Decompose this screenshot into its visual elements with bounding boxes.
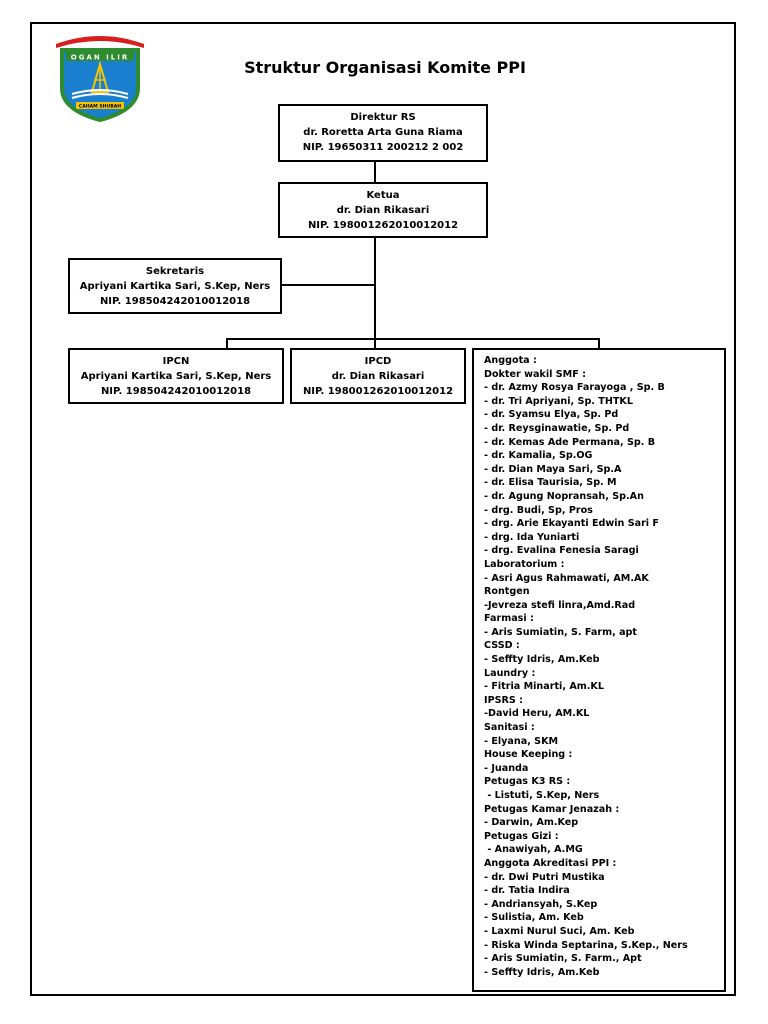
anggota-line: - Listuti, S.Kep, Ners bbox=[484, 790, 600, 801]
ipcn-name: Apriyani Kartika Sari, S.Kep, Ners bbox=[80, 371, 272, 382]
anggota-line: - dr. Azmy Rosya Farayoga , Sp. B bbox=[484, 382, 665, 394]
anggota-line: - dr. Kemas Ade Permana, Sp. B bbox=[484, 436, 656, 448]
ipcd-name: dr. Dian Rikasari bbox=[331, 371, 425, 382]
ipcd-box: IPCD dr. Dian Rikasari NIP. 198001262010… bbox=[290, 348, 466, 404]
anggota-line: - drg. Arie Ekayanti Edwin Sari F bbox=[484, 518, 659, 530]
anggota-line: - Riska Winda Septarina, S.Kep., Ners bbox=[484, 939, 688, 951]
logo-ribbon-text: CAHAM SHUBAH bbox=[79, 104, 121, 110]
anggota-line: - Seffty Idris, Am.Keb bbox=[484, 966, 600, 978]
ipcn-nip: NIP. 198504242010012018 bbox=[100, 386, 252, 397]
sekretaris-role: Sekretaris bbox=[145, 266, 205, 277]
anggota-line: Farmasi : bbox=[484, 613, 534, 625]
anggota-line: House Keeping : bbox=[484, 749, 573, 761]
anggota-line: - Juanda bbox=[484, 762, 529, 774]
anggota-line: Sanitasi : bbox=[484, 722, 535, 734]
anggota-line: - Andriansyah, S.Kep bbox=[484, 898, 598, 910]
anggota-line: - Aris Sumiatin, S. Farm, apt bbox=[484, 626, 638, 638]
anggota-line: Petugas K3 RS : bbox=[484, 776, 571, 788]
anggota-line: - dr. Dian Maya Sari, Sp.A bbox=[484, 463, 622, 475]
anggota-line: -David Heru, AM.KL bbox=[484, 708, 590, 720]
anggota-line: - Aris Sumiatin, S. Farm., Apt bbox=[484, 953, 642, 965]
sekretaris-nip: NIP. 198504242010012018 bbox=[99, 296, 251, 307]
ipcd-role: IPCD bbox=[364, 356, 392, 367]
anggota-line: - Fitria Minarti, Am.KL bbox=[484, 681, 604, 693]
anggota-line: - dr. Elisa Taurisia, Sp. M bbox=[484, 477, 617, 489]
ketua-role: Ketua bbox=[366, 190, 400, 201]
connector-sekretaris bbox=[281, 284, 375, 286]
anggota-line: - Asri Agus Rahmawati, AM.AK bbox=[484, 572, 649, 584]
anggota-line: - dr. Syamsu Elya, Sp. Pd bbox=[484, 409, 619, 421]
anggota-box: Anggota : Dokter wakil SMF : - dr. Azmy Ro… bbox=[472, 348, 726, 992]
anggota-line: Dokter wakil SMF : bbox=[484, 368, 586, 380]
anggota-line: -Jevreza stefi linra,Amd.Rad bbox=[484, 599, 636, 611]
sekretaris-box: Sekretaris Apriyani Kartika Sari, S.Kep,… bbox=[68, 258, 282, 314]
ketua-box: Ketua dr. Dian Rikasari NIP. 19800126201… bbox=[278, 182, 488, 238]
anggota-line: Laundry : bbox=[484, 667, 536, 679]
anggota-line: - Seffty Idris, Am.Keb bbox=[484, 654, 600, 666]
ipcn-role: IPCN bbox=[162, 356, 190, 367]
anggota-line: - Darwin, Am.Kep bbox=[484, 817, 579, 829]
direktur-box: Direktur RS dr. Roretta Arta Guna Riama … bbox=[278, 104, 488, 162]
sekretaris-name: Apriyani Kartika Sari, S.Kep, Ners bbox=[79, 281, 271, 292]
anggota-line: - dr. Tri Apriyani, Sp. THTKL bbox=[484, 395, 633, 407]
ipcd-nip: NIP. 198001262010012012 bbox=[302, 386, 454, 397]
direktur-name: dr. Roretta Arta Guna Riama bbox=[303, 127, 463, 138]
connector-anggota bbox=[598, 338, 600, 349]
anggota-line: Laboratorium : bbox=[484, 558, 565, 570]
anggota-line: IPSRS : bbox=[484, 694, 523, 706]
anggota-line: - dr. Agung Nopransah, Sp.An bbox=[484, 490, 644, 502]
anggota-line: - Sulistia, Am. Keb bbox=[484, 912, 584, 924]
connector-ipcd bbox=[374, 338, 376, 349]
page-title: Struktur Organisasi Komite PPI bbox=[244, 58, 526, 77]
anggota-line: - dr. Kamalia, Sp.OG bbox=[484, 450, 593, 462]
anggota-line: - drg. Ida Yuniarti bbox=[484, 531, 580, 543]
anggota-line: - Laxmi Nurul Suci, Am. Keb bbox=[484, 925, 635, 937]
ketua-nip: NIP. 198001262010012012 bbox=[307, 220, 459, 231]
anggota-line: Petugas Kamar Jenazah : bbox=[484, 803, 620, 815]
anggota-line: Rontgen bbox=[484, 586, 530, 598]
direktur-nip: NIP. 19650311 200212 2 002 bbox=[302, 142, 464, 153]
direktur-role: Direktur RS bbox=[350, 112, 416, 123]
ketua-name: dr. Dian Rikasari bbox=[336, 205, 430, 216]
logo-text: OGAN ILIR bbox=[71, 54, 129, 62]
anggota-line: - Elyana, SKM bbox=[484, 735, 559, 747]
connector-ipcn bbox=[226, 338, 228, 349]
anggota-line: Petugas Gizi : bbox=[484, 830, 559, 842]
anggota-line: - dr. Reysginawatie, Sp. Pd bbox=[484, 422, 630, 434]
anggota-line: - drg. Evalina Fenesia Saragi bbox=[484, 545, 639, 557]
connector-direktur-ketua bbox=[374, 162, 376, 184]
anggota-line: - dr. Tatia Indira bbox=[484, 885, 570, 897]
anggota-line: Anggota Akreditasi PPI : bbox=[484, 857, 617, 869]
connector-horizontal bbox=[226, 338, 600, 340]
page-frame bbox=[30, 22, 736, 996]
anggota-line: - drg. Budi, Sp, Pros bbox=[484, 504, 593, 516]
anggota-line: CSSD : bbox=[484, 640, 520, 652]
anggota-line: - Anawiyah, A.MG bbox=[484, 844, 583, 856]
ipcn-box: IPCN Apriyani Kartika Sari, S.Kep, Ners … bbox=[68, 348, 284, 404]
anggota-line: - dr. Dwi Putri Mustika bbox=[484, 871, 605, 883]
ogan-ilir-logo: OGAN ILIR CAHAM SHUBAH bbox=[56, 36, 144, 122]
anggota-line: Anggota : bbox=[484, 355, 537, 366]
connector-ketua-down bbox=[374, 238, 376, 339]
